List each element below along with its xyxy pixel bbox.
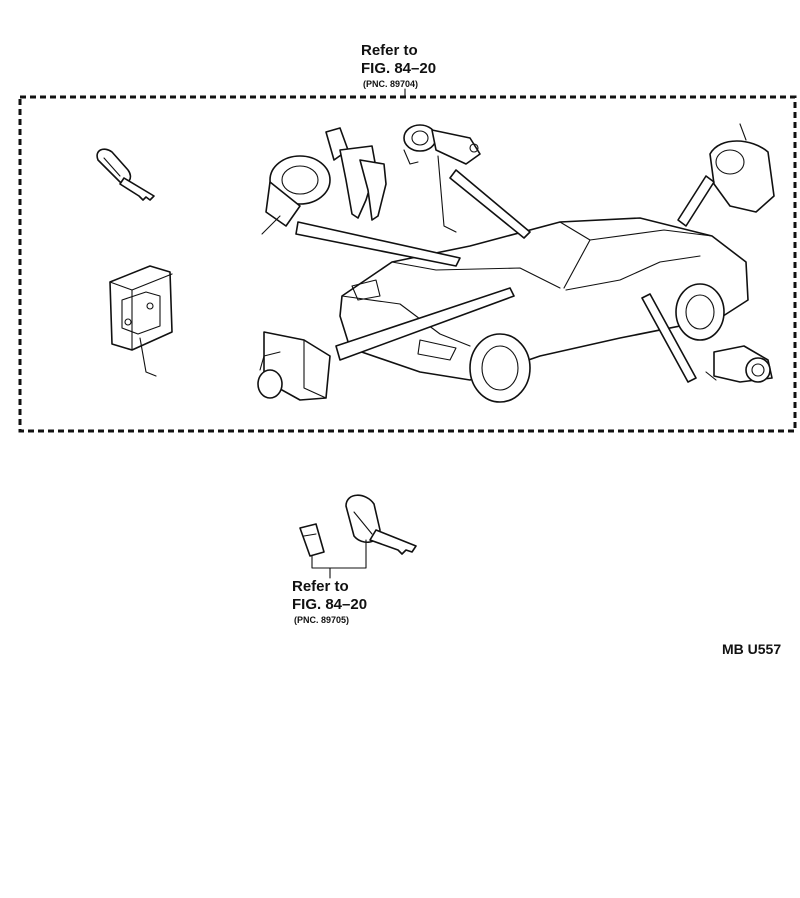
top-refer-to-label: Refer to	[361, 42, 418, 59]
transponder-module-icon[interactable]	[109, 265, 173, 377]
diagram-code: MB U557	[722, 641, 782, 657]
lock-cylinder-icon[interactable]	[257, 331, 331, 401]
bottom-reference-bracket	[311, 539, 367, 569]
key-icon[interactable]	[96, 148, 155, 201]
bottom-refer-to-label: Refer to	[292, 578, 349, 595]
top-figure-reference[interactable]: FIG. 84–20	[361, 60, 437, 77]
top-pnc-label: (PNC. 89704)	[363, 79, 419, 89]
key-icon[interactable]	[299, 523, 325, 557]
lock-cylinder-icon[interactable]	[709, 123, 775, 213]
key-icon[interactable]	[345, 494, 417, 555]
parts-group-boundary	[18, 95, 797, 433]
bottom-pnc-label: (PNC. 89705)	[294, 615, 350, 625]
leader-arrow-icon	[295, 169, 715, 383]
ignition-lock-icon[interactable]	[261, 127, 349, 235]
lock-cylinder-icon[interactable]	[403, 124, 481, 233]
bottom-figure-reference[interactable]: FIG. 84–20	[292, 596, 368, 613]
key-icon[interactable]	[339, 145, 387, 221]
lock-cylinder-icon[interactable]	[705, 345, 773, 383]
